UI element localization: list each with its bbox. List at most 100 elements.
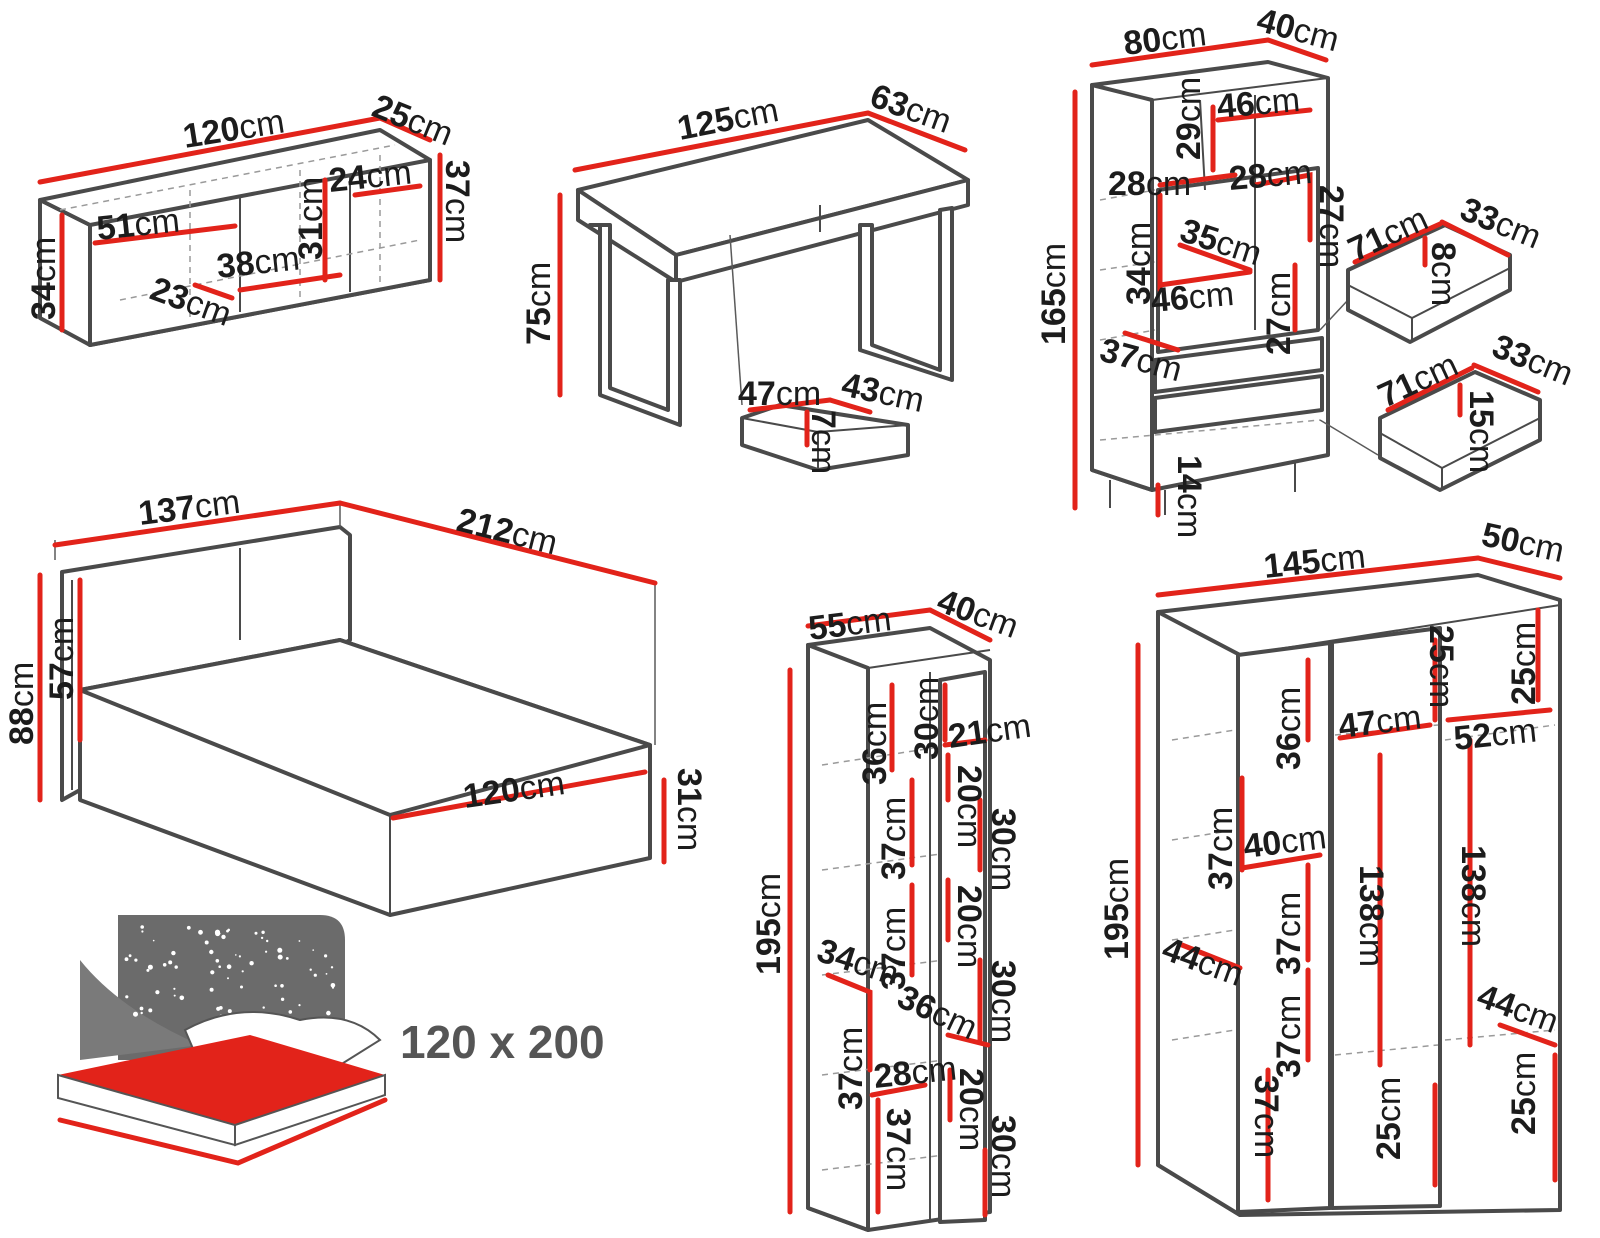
label-shelf-30d: 30cm [984, 1115, 1022, 1198]
label-cabinet-width: 120cm [180, 102, 287, 155]
label-shelf-height: 195cm [750, 873, 788, 975]
mattress-top [58, 1035, 385, 1125]
star-icon [254, 931, 258, 935]
star-icon [280, 984, 284, 988]
star-icon [124, 957, 129, 962]
label-shelf-30b: 30cm [984, 808, 1022, 891]
star-icon [218, 965, 221, 968]
star-icon [330, 983, 336, 988]
star-icon [277, 947, 283, 953]
label-bookcase-27a: 27cm [1312, 185, 1350, 268]
star-icon [128, 954, 132, 958]
desk-drawing [557, 110, 970, 472]
label-shelf-30c: 30cm [984, 960, 1022, 1043]
label-wardrobe-47: 47cm [1336, 698, 1423, 746]
label-bookcase-height: 165cm [1035, 243, 1073, 345]
label-wardrobe-40: 40cm [1241, 818, 1328, 866]
star-icon [238, 955, 241, 958]
label-shelf-20c: 20cm [952, 1068, 990, 1151]
star-icon [179, 995, 185, 1001]
label-shelf-21: 21cm [946, 707, 1034, 756]
star-icon [325, 973, 328, 975]
star-icon [173, 994, 176, 997]
label-desk-drawer-height: 7cm [804, 410, 842, 474]
label-bookcase-28a: 28cm [1108, 165, 1191, 203]
bed-drawing [37, 500, 667, 917]
label-wardrobe-width: 145cm [1262, 537, 1367, 585]
star-icon [221, 934, 226, 940]
star-icon [173, 987, 176, 990]
label-wardrobe-37b: 37cm [1270, 892, 1308, 975]
label-shelf-37b: 37cm [875, 907, 913, 990]
label-bookcase-46a: 46cm [1215, 81, 1301, 126]
star-icon [171, 950, 176, 956]
star-icon [146, 968, 150, 972]
star-icon [313, 973, 317, 977]
label-shelf-30a: 30cm [908, 677, 946, 760]
star-icon [235, 954, 237, 956]
star-icon [215, 959, 220, 963]
star-icon [330, 966, 334, 969]
star-icon [141, 930, 144, 933]
star-icon [210, 970, 215, 975]
shelf-drawing [787, 607, 993, 1232]
star-icon [277, 954, 283, 960]
label-bookcase-29: 29cm [1170, 77, 1208, 160]
star-icon [226, 964, 232, 969]
star-icon [155, 990, 160, 995]
star-icon [288, 1010, 293, 1014]
label-wardrobe-25d: 25cm [1505, 1052, 1543, 1135]
star-icon [226, 929, 229, 933]
star-icon [139, 1006, 144, 1011]
label-shelf-28: 28cm [872, 1049, 959, 1095]
label-bed-base-height: 31cm [670, 768, 708, 851]
star-icon [298, 1004, 301, 1007]
label-wardrobe-138b: 138cm [1454, 845, 1492, 947]
star-icon [227, 1009, 232, 1014]
label-shelf-37a: 37cm [875, 797, 913, 880]
label-bookcase-34: 34cm [1120, 222, 1158, 305]
label-wardrobe-52: 52cm [1452, 711, 1539, 757]
star-icon [209, 987, 214, 992]
star-icon [140, 925, 144, 929]
star-icon [280, 997, 285, 1001]
label-wardrobe-25a: 25cm [1422, 625, 1460, 708]
label-desk-drawer-width: 47cm [738, 375, 821, 413]
star-icon [134, 958, 138, 962]
label-shelf-width: 55cm [806, 600, 893, 648]
star-icon [168, 960, 173, 965]
label-bed-length: 212cm [453, 501, 561, 563]
label-bookcase-width: 80cm [1121, 15, 1208, 63]
star-icon [152, 939, 155, 942]
label-bookcase-27b: 27cm [1260, 272, 1298, 355]
label-cabinet-inner-51: 51cm [95, 201, 182, 247]
label-cabinet-height: 37cm [438, 160, 476, 243]
label-wardrobe-37d: 37cm [1247, 1075, 1285, 1158]
wardrobe-drawing [1135, 555, 1563, 1217]
mattress-size-caption: 120 x 200 [400, 1016, 605, 1068]
label-bed-head-height: 57cm [43, 617, 81, 700]
label-wardrobe-depth: 50cm [1478, 516, 1567, 570]
label-bookcase-46b: 46cm [1149, 275, 1235, 320]
star-icon [204, 940, 209, 945]
star-icon [147, 964, 153, 970]
star-icon [209, 949, 214, 955]
star-icon [262, 1006, 265, 1009]
label-wardrobe-height: 195cm [1098, 858, 1136, 960]
label-wardrobe-25b: 25cm [1505, 622, 1543, 705]
label-cabinet-inner-38: 38cm [215, 239, 302, 285]
label-cabinet-side-height: 34cm [25, 237, 63, 320]
star-icon [274, 984, 277, 987]
label-bookcase-28b: 28cm [1227, 153, 1313, 198]
star-icon [148, 1008, 153, 1013]
star-icon [324, 954, 328, 958]
bookcase-drawing [1072, 37, 1542, 518]
label-shelf-37c: 37cm [832, 1027, 870, 1110]
star-icon [125, 995, 129, 999]
label-bed-width: 137cm [136, 483, 242, 533]
label-bed-height: 88cm [3, 662, 41, 745]
label-drawer2-height: 15cm [1462, 390, 1500, 473]
star-icon [309, 968, 312, 971]
star-icon [198, 929, 203, 935]
